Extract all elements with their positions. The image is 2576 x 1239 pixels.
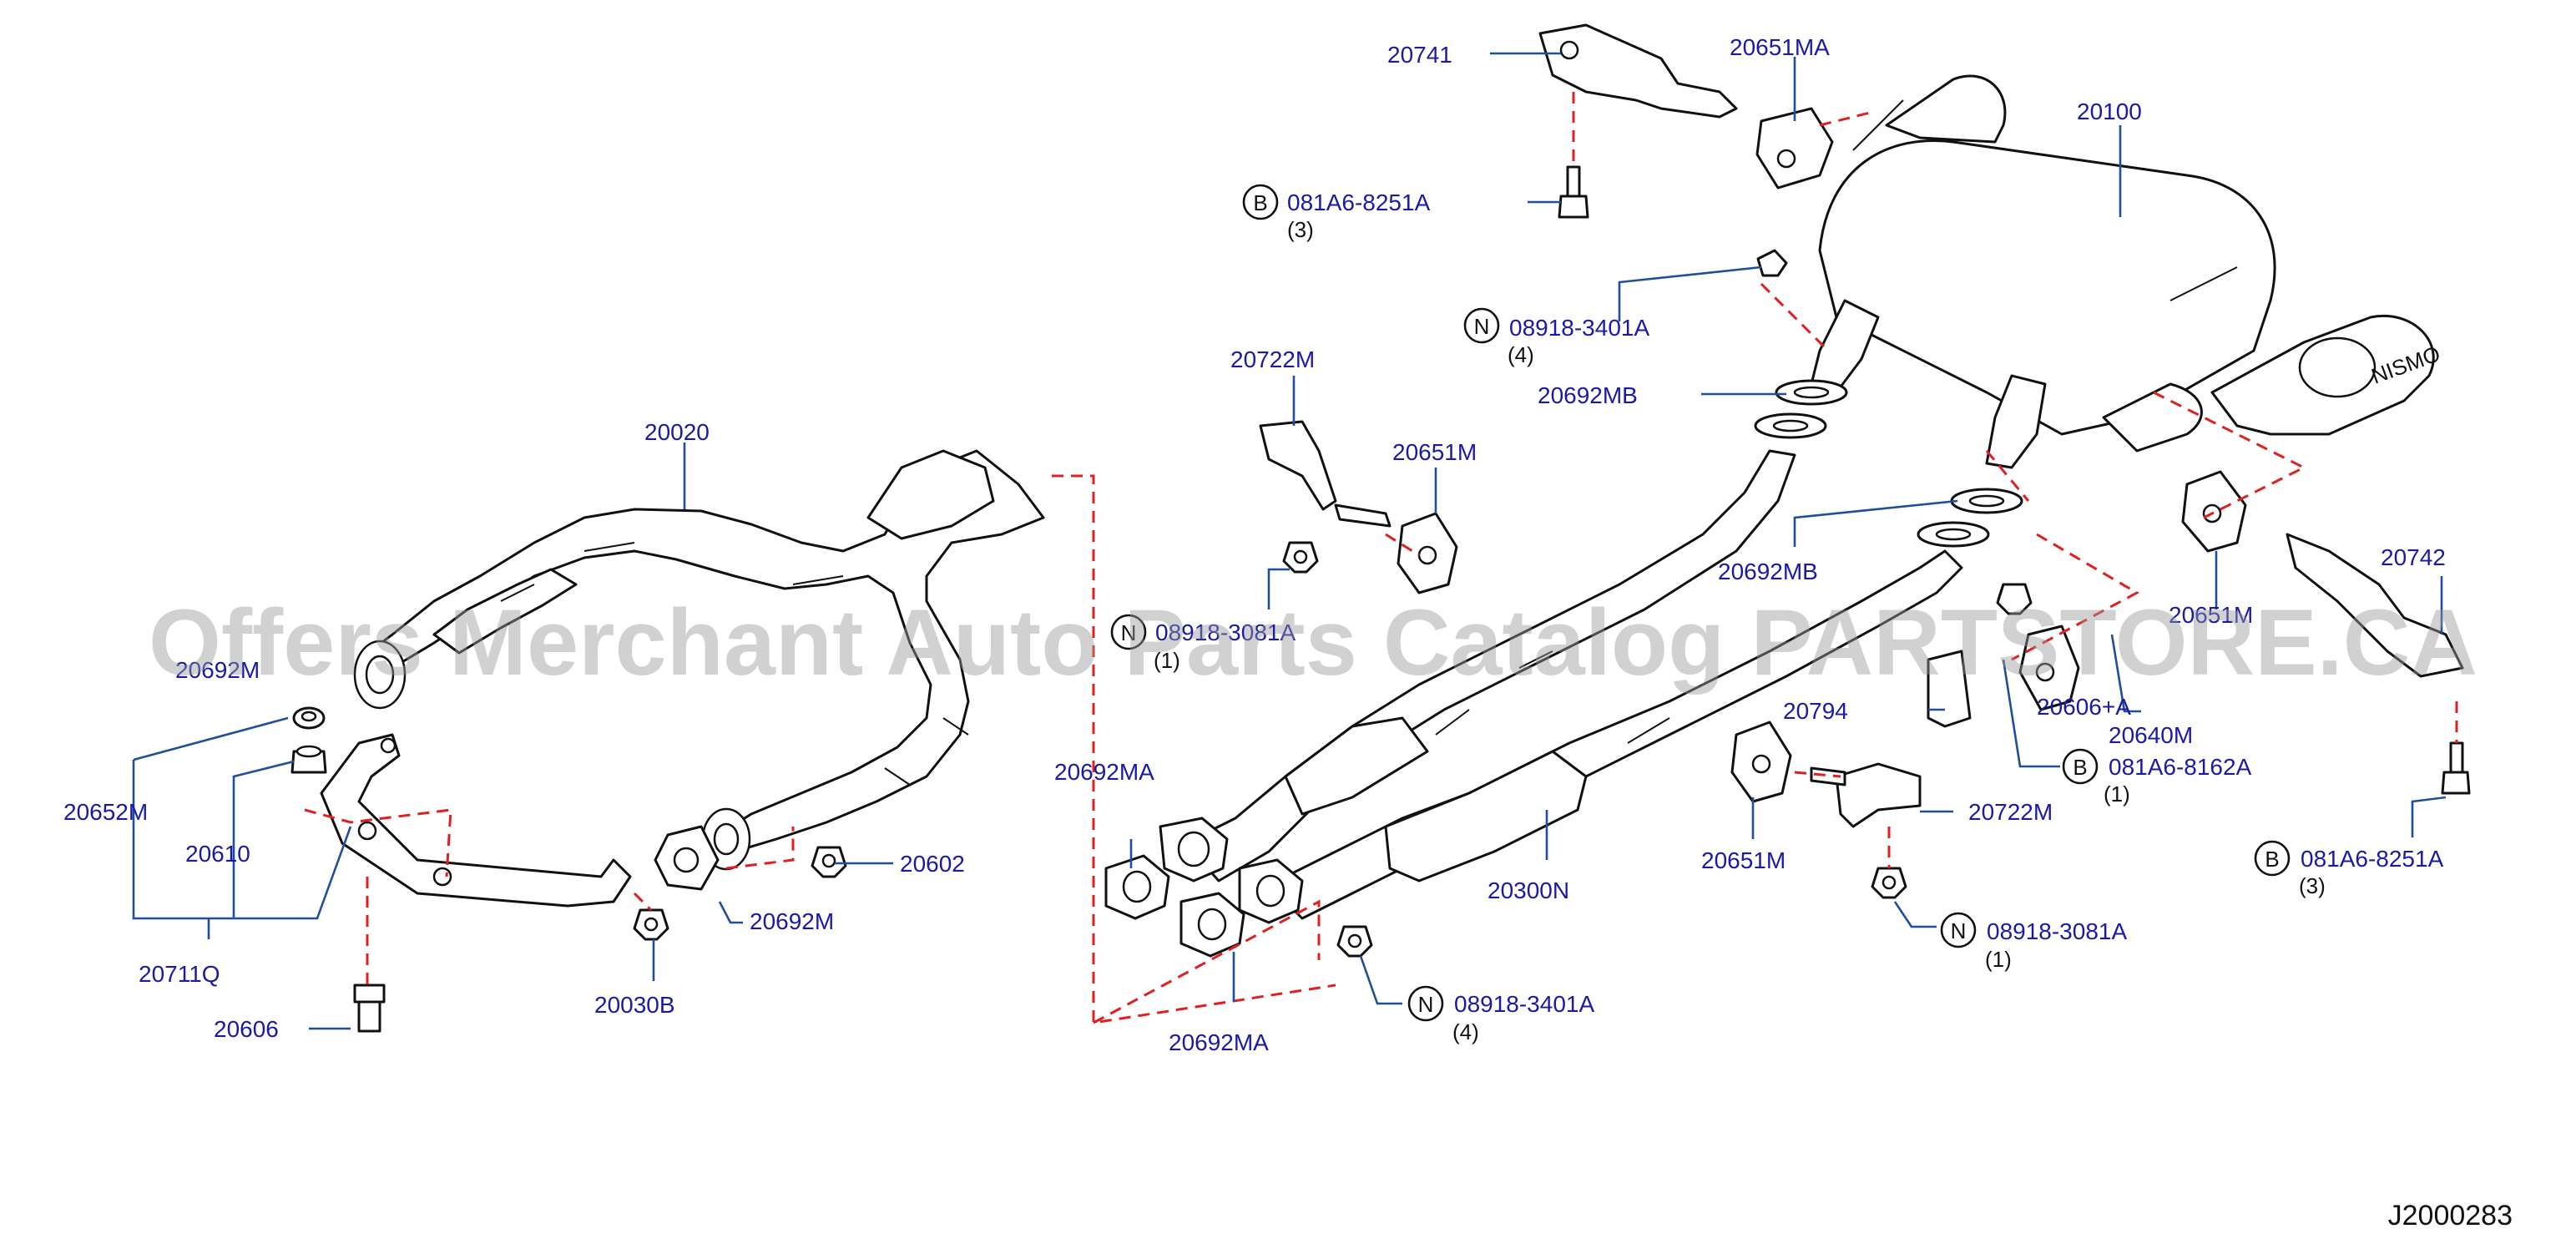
label-20692mb-b: 20692MB (1718, 559, 1818, 584)
nut-symbol-letter: N (1121, 620, 1137, 645)
bolt-callout-right: B 081A6-8251A (3) (2254, 840, 2444, 898)
watermark: Offers Merchant Auto Parts Catalog PARTS… (149, 590, 2478, 695)
label-20030b: 20030B (594, 992, 675, 1018)
label-20692mb-a: 20692MB (1538, 382, 1638, 408)
nut-symbol-letter: N (1418, 992, 1434, 1017)
label-08918-3081a-low: 08918-3081A (1987, 918, 2127, 944)
label-20692ma-a: 20692MA (1054, 759, 1154, 785)
bolt-symbol-letter: B (1253, 190, 1267, 215)
nut-symbol-icon (1463, 307, 1500, 344)
label-20602: 20602 (900, 851, 965, 877)
nut-callout-4b: N 08918-3401A (4) (1407, 985, 1594, 1044)
label-20300n: 20300N (1488, 877, 1569, 903)
qty-08918-3081a-mid: (1) (1154, 648, 1180, 673)
bolt-symbol-icon (1242, 184, 1279, 220)
label-20692ma-b: 20692MA (1169, 1029, 1269, 1055)
label-20606: 20606 (214, 1016, 279, 1042)
label-20722m-a: 20722M (1230, 346, 1315, 372)
assembly-guide-lines (304, 92, 2458, 1024)
qty-081a6-8251a-top: (3) (1287, 217, 1314, 242)
label-081a6-8251a-right: 081A6-8251A (2301, 846, 2444, 872)
bolt-symbol-letter: B (2073, 755, 2087, 780)
nut-callout-1: N 08918-3081A (1) (1110, 614, 1296, 673)
nut-symbol-letter: N (1474, 314, 1490, 339)
leader-lines (132, 52, 2447, 1030)
label-081a6-8251a-top: 081A6-8251A (1287, 190, 1431, 215)
qty-08918-3401a-low: (4) (1452, 1019, 1479, 1044)
label-20692m-a: 20692M (175, 657, 260, 683)
label-20606a: 20606+A (2037, 694, 2131, 720)
label-20020: 20020 (644, 419, 710, 445)
label-20652m: 20652M (63, 799, 148, 825)
brackets-and-hangers (1259, 23, 2464, 828)
rear-muffler-assembly: NISMO (1810, 74, 2443, 469)
label-20742: 20742 (2381, 544, 2446, 570)
label-20651m-c: 20651M (1701, 847, 1786, 873)
fasteners (1282, 165, 2471, 899)
nut-symbol-icon (1110, 614, 1147, 650)
label-20741: 20741 (1387, 42, 1452, 68)
nut-symbol-icon (1940, 912, 1977, 948)
label-20794: 20794 (1783, 698, 1848, 724)
label-20610: 20610 (185, 841, 250, 867)
nut-callout-4: N 08918-3401A (4) (1463, 307, 1649, 367)
qty-08918-3401a-top: (4) (1508, 342, 1534, 367)
label-20711q: 20711Q (139, 961, 220, 987)
front-bracket (320, 733, 632, 908)
bolt-symbol-icon (2062, 748, 2099, 785)
bolt-callout-top: B 081A6-8251A (3) (1242, 184, 1431, 242)
nut-symbol-letter: N (1951, 918, 1967, 943)
part-labels: 20741 20651MA 20100 B 081A6-8251A (3) N … (63, 34, 2446, 1055)
nut-callout-1b: N 08918-3081A (1) (1940, 912, 2127, 972)
label-20651m-a: 20651M (1392, 439, 1477, 465)
label-20651m-b: 20651M (2169, 602, 2253, 628)
label-20722m-b: 20722M (1968, 799, 2053, 825)
label-081a6-8162a: 081A6-8162A (2109, 754, 2252, 780)
bolt-symbol-icon (2254, 840, 2291, 877)
label-20692m-b: 20692M (750, 908, 834, 934)
label-20651ma: 20651MA (1730, 34, 1830, 60)
diagram-id: J2000283 (2388, 1200, 2513, 1231)
bolt-symbol-letter: B (2265, 847, 2279, 872)
label-20100: 20100 (2077, 99, 2142, 124)
label-20640m: 20640M (2109, 722, 2193, 748)
center-pipe-assembly (1184, 449, 1963, 920)
label-08918-3401a-top: 08918-3401A (1509, 315, 1649, 341)
label-08918-3401a-low: 08918-3401A (1454, 991, 1594, 1017)
front-small-parts (290, 706, 847, 1033)
label-08918-3081a-mid: 08918-3081A (1155, 620, 1296, 645)
nut-symbol-icon (1407, 985, 1444, 1022)
bolt-callout-8162a: B 081A6-8162A (1) (2062, 748, 2252, 807)
qty-081a6-8162a: (1) (2104, 781, 2130, 807)
qty-08918-3081a-low: (1) (1985, 947, 2012, 972)
qty-081a6-8251a-right: (3) (2299, 873, 2326, 898)
